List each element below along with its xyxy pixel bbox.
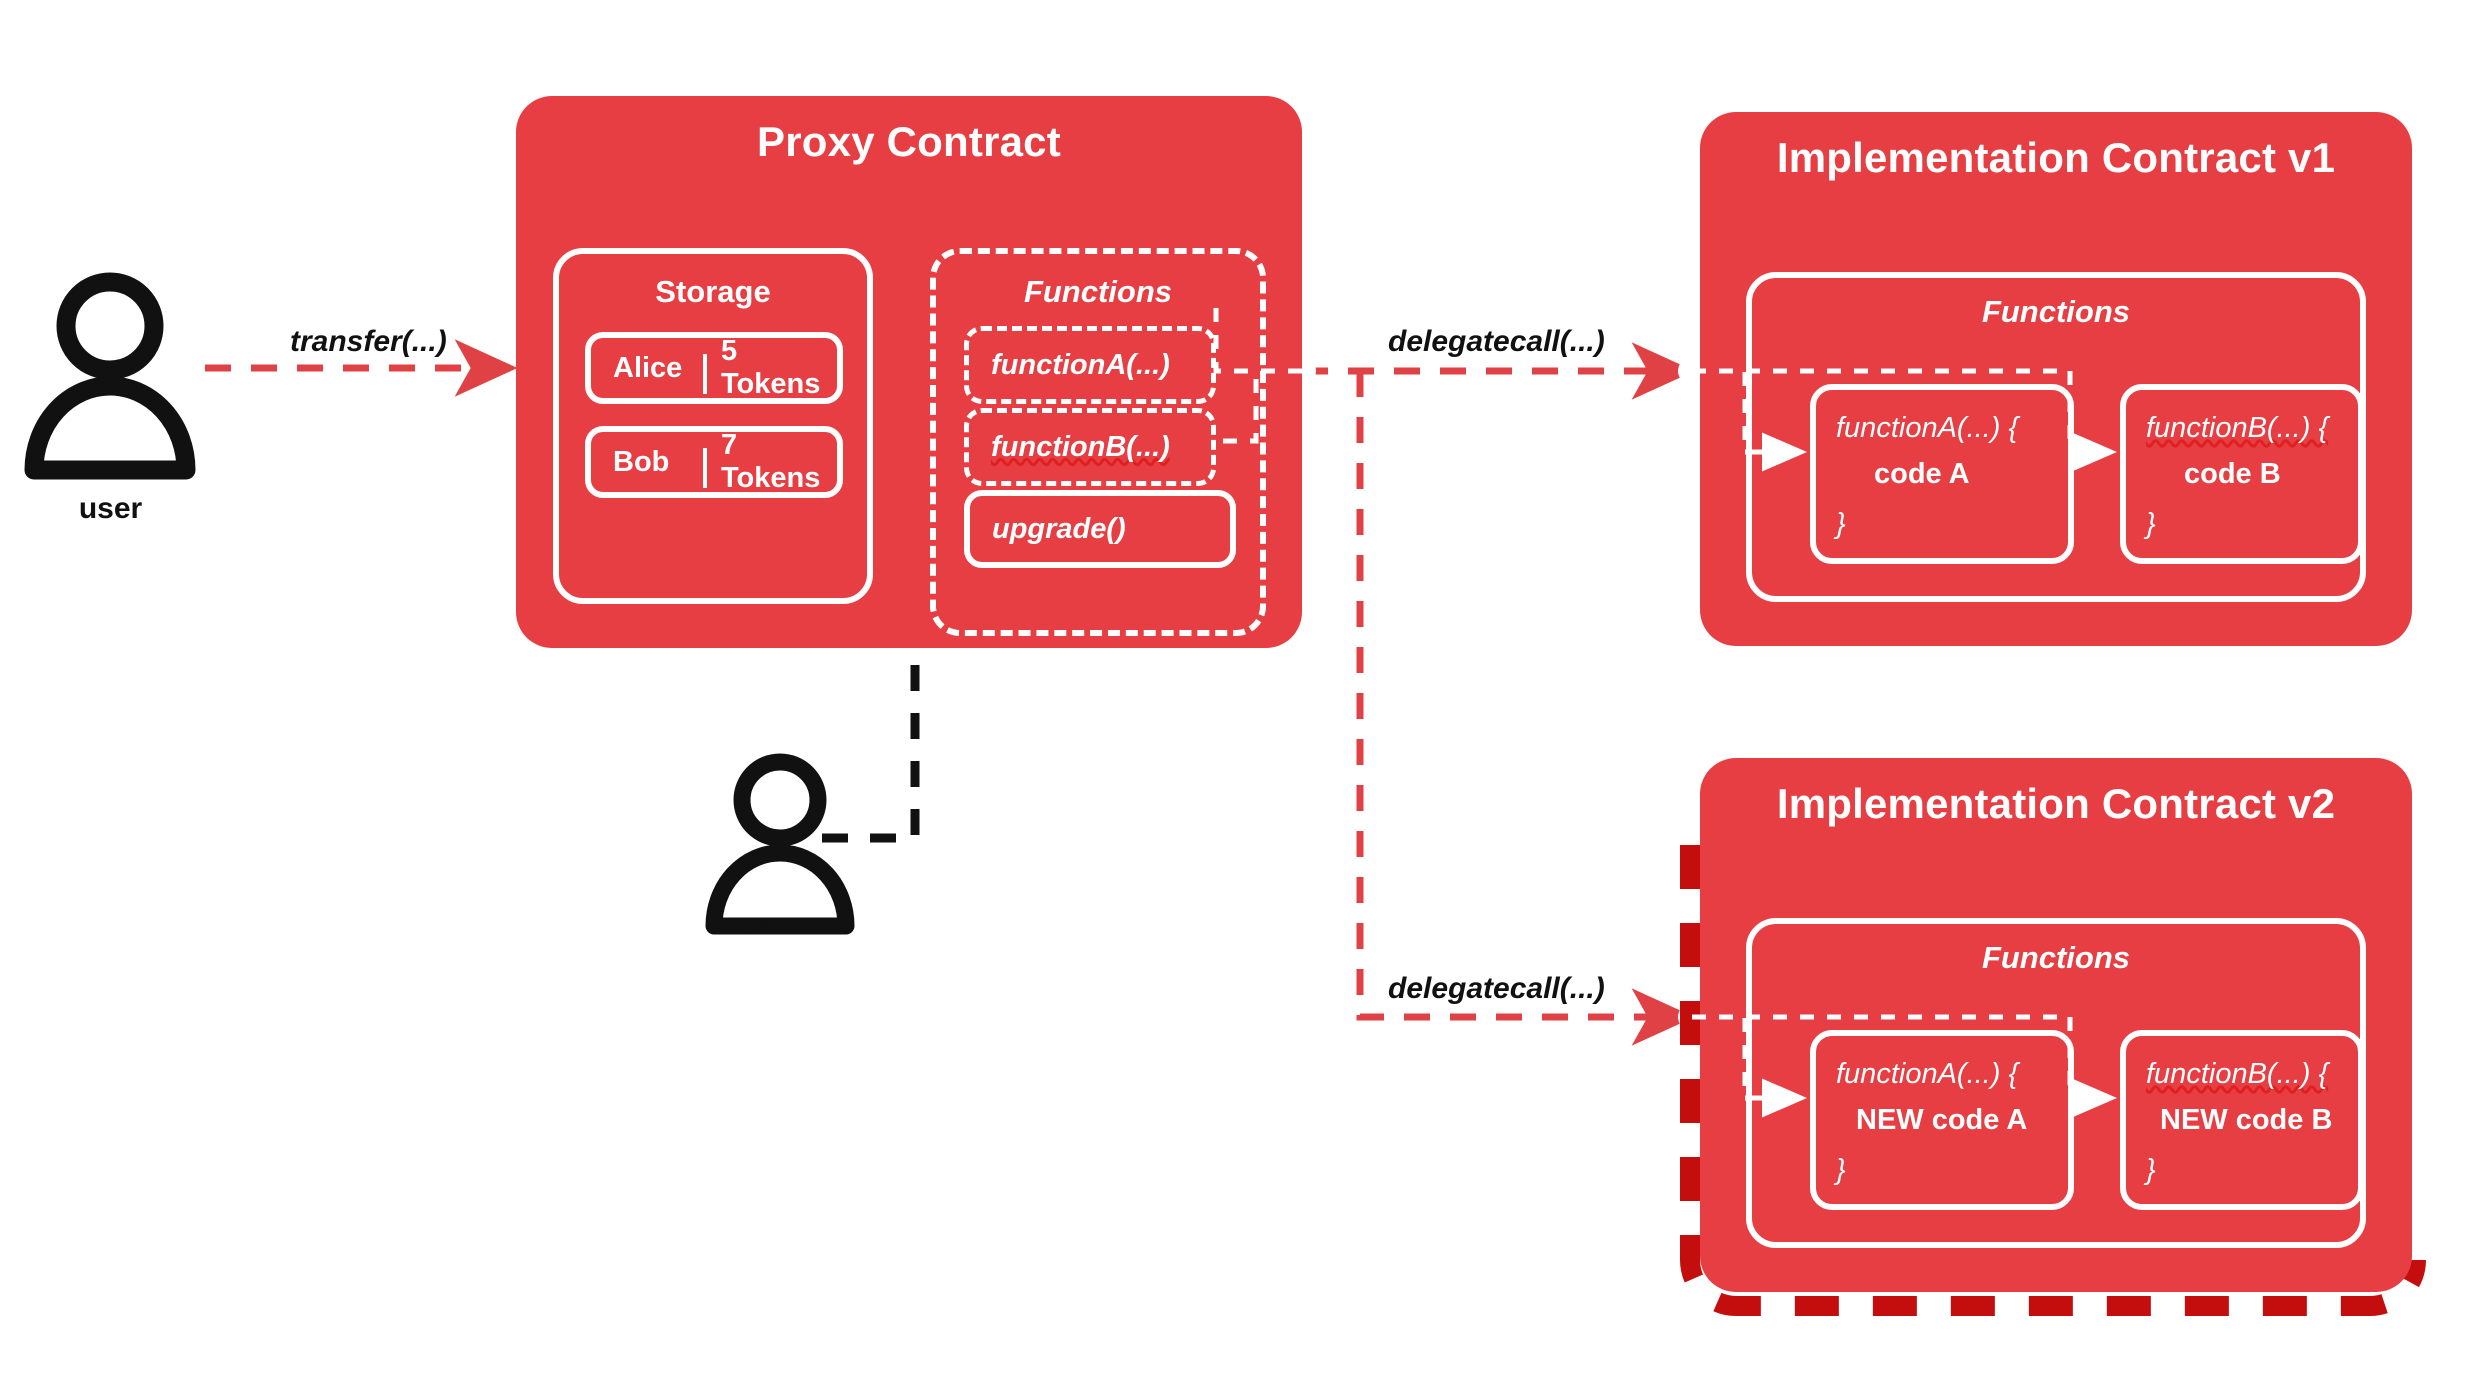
implementation-v2-function-box[interactable]: functionB(...) { NEW code B } — [2120, 1030, 2364, 1210]
storage-row-value: 5 Tokens — [721, 335, 821, 400]
implementation-v1[interactable]: Implementation Contract v1 Functions fun… — [1692, 112, 2412, 646]
upgrade-function: upgrade() — [992, 512, 1126, 545]
proxy-function-item[interactable]: functionB(...) — [964, 408, 1216, 486]
edge-label-delegatecall-v2: delegatecall(...) — [1388, 972, 1605, 1005]
implementation-v2[interactable]: Implementation Contract v2 Functions fun… — [1692, 758, 2412, 1292]
proxy-function-label: functionA(...) — [991, 348, 1170, 381]
function-signature: functionB(...) { — [2146, 1058, 2329, 1090]
function-body: code A — [1874, 458, 1970, 490]
actor-user — [18, 270, 203, 490]
implementation-v1-title: Implementation Contract v1 — [1776, 134, 2336, 181]
proxy-contract[interactable]: Proxy Contract Storage Alice 5 Tokens Bo… — [516, 96, 1302, 648]
proxy-contract-title: Proxy Contract — [757, 118, 1061, 165]
implementation-v2-title: Implementation Contract v2 — [1776, 780, 2336, 827]
storage-row-value: 7 Tokens — [721, 429, 821, 494]
edge-delegatecall-v1 — [1288, 342, 1706, 1046]
proxy-function-item-upgrade[interactable]: upgrade() — [964, 490, 1236, 568]
person-icon — [705, 753, 855, 935]
implementation-v2-functions-title: Functions — [1981, 940, 2131, 975]
edge-label-transfer: transfer(...) — [290, 325, 447, 358]
proxy-storage-title: Storage — [655, 274, 771, 309]
function-close-brace: } — [2146, 1154, 2156, 1186]
person-icon — [24, 272, 196, 480]
storage-row-separator — [703, 354, 707, 394]
implementation-v1-function-box[interactable]: functionA(...) { code A } — [1810, 384, 2074, 564]
edge-label-delegatecall-v1: delegatecall(...) — [1388, 325, 1605, 358]
storage-row-name: Bob — [613, 445, 670, 478]
proxy-functions-title: Functions — [1023, 274, 1173, 309]
storage-row-separator — [703, 448, 707, 488]
proxy-storage-panel: Storage Alice 5 Tokens Bob 7 Tokens — [553, 248, 873, 604]
function-body: NEW code A — [1856, 1104, 2028, 1136]
storage-row: Bob 7 Tokens — [585, 426, 843, 498]
implementation-v2-function-box[interactable]: functionA(...) { NEW code A } — [1810, 1030, 2074, 1210]
implementation-v1-functions-title: Functions — [1981, 294, 2131, 329]
actor-user-label: user — [78, 492, 143, 525]
function-body: code B — [2184, 458, 2281, 490]
function-signature: functionA(...) { — [1836, 412, 2019, 444]
function-close-brace: } — [1836, 1154, 1846, 1186]
function-close-brace: } — [2146, 508, 2156, 540]
proxy-function-label: functionB(...) — [991, 430, 1170, 463]
function-signature: functionB(...) { — [2146, 412, 2329, 444]
function-signature: functionA(...) { — [1836, 1058, 2019, 1090]
function-close-brace: } — [1836, 508, 1846, 540]
implementation-v1-function-box[interactable]: functionB(...) { code B } — [2120, 384, 2364, 564]
actor-owner-label: owner — [738, 908, 822, 939]
actor-owner — [700, 752, 860, 942]
storage-row: Alice 5 Tokens — [585, 332, 843, 404]
proxy-function-item[interactable]: functionA(...) — [964, 326, 1216, 404]
function-body: NEW code B — [2160, 1104, 2333, 1136]
storage-row-name: Alice — [613, 351, 683, 384]
